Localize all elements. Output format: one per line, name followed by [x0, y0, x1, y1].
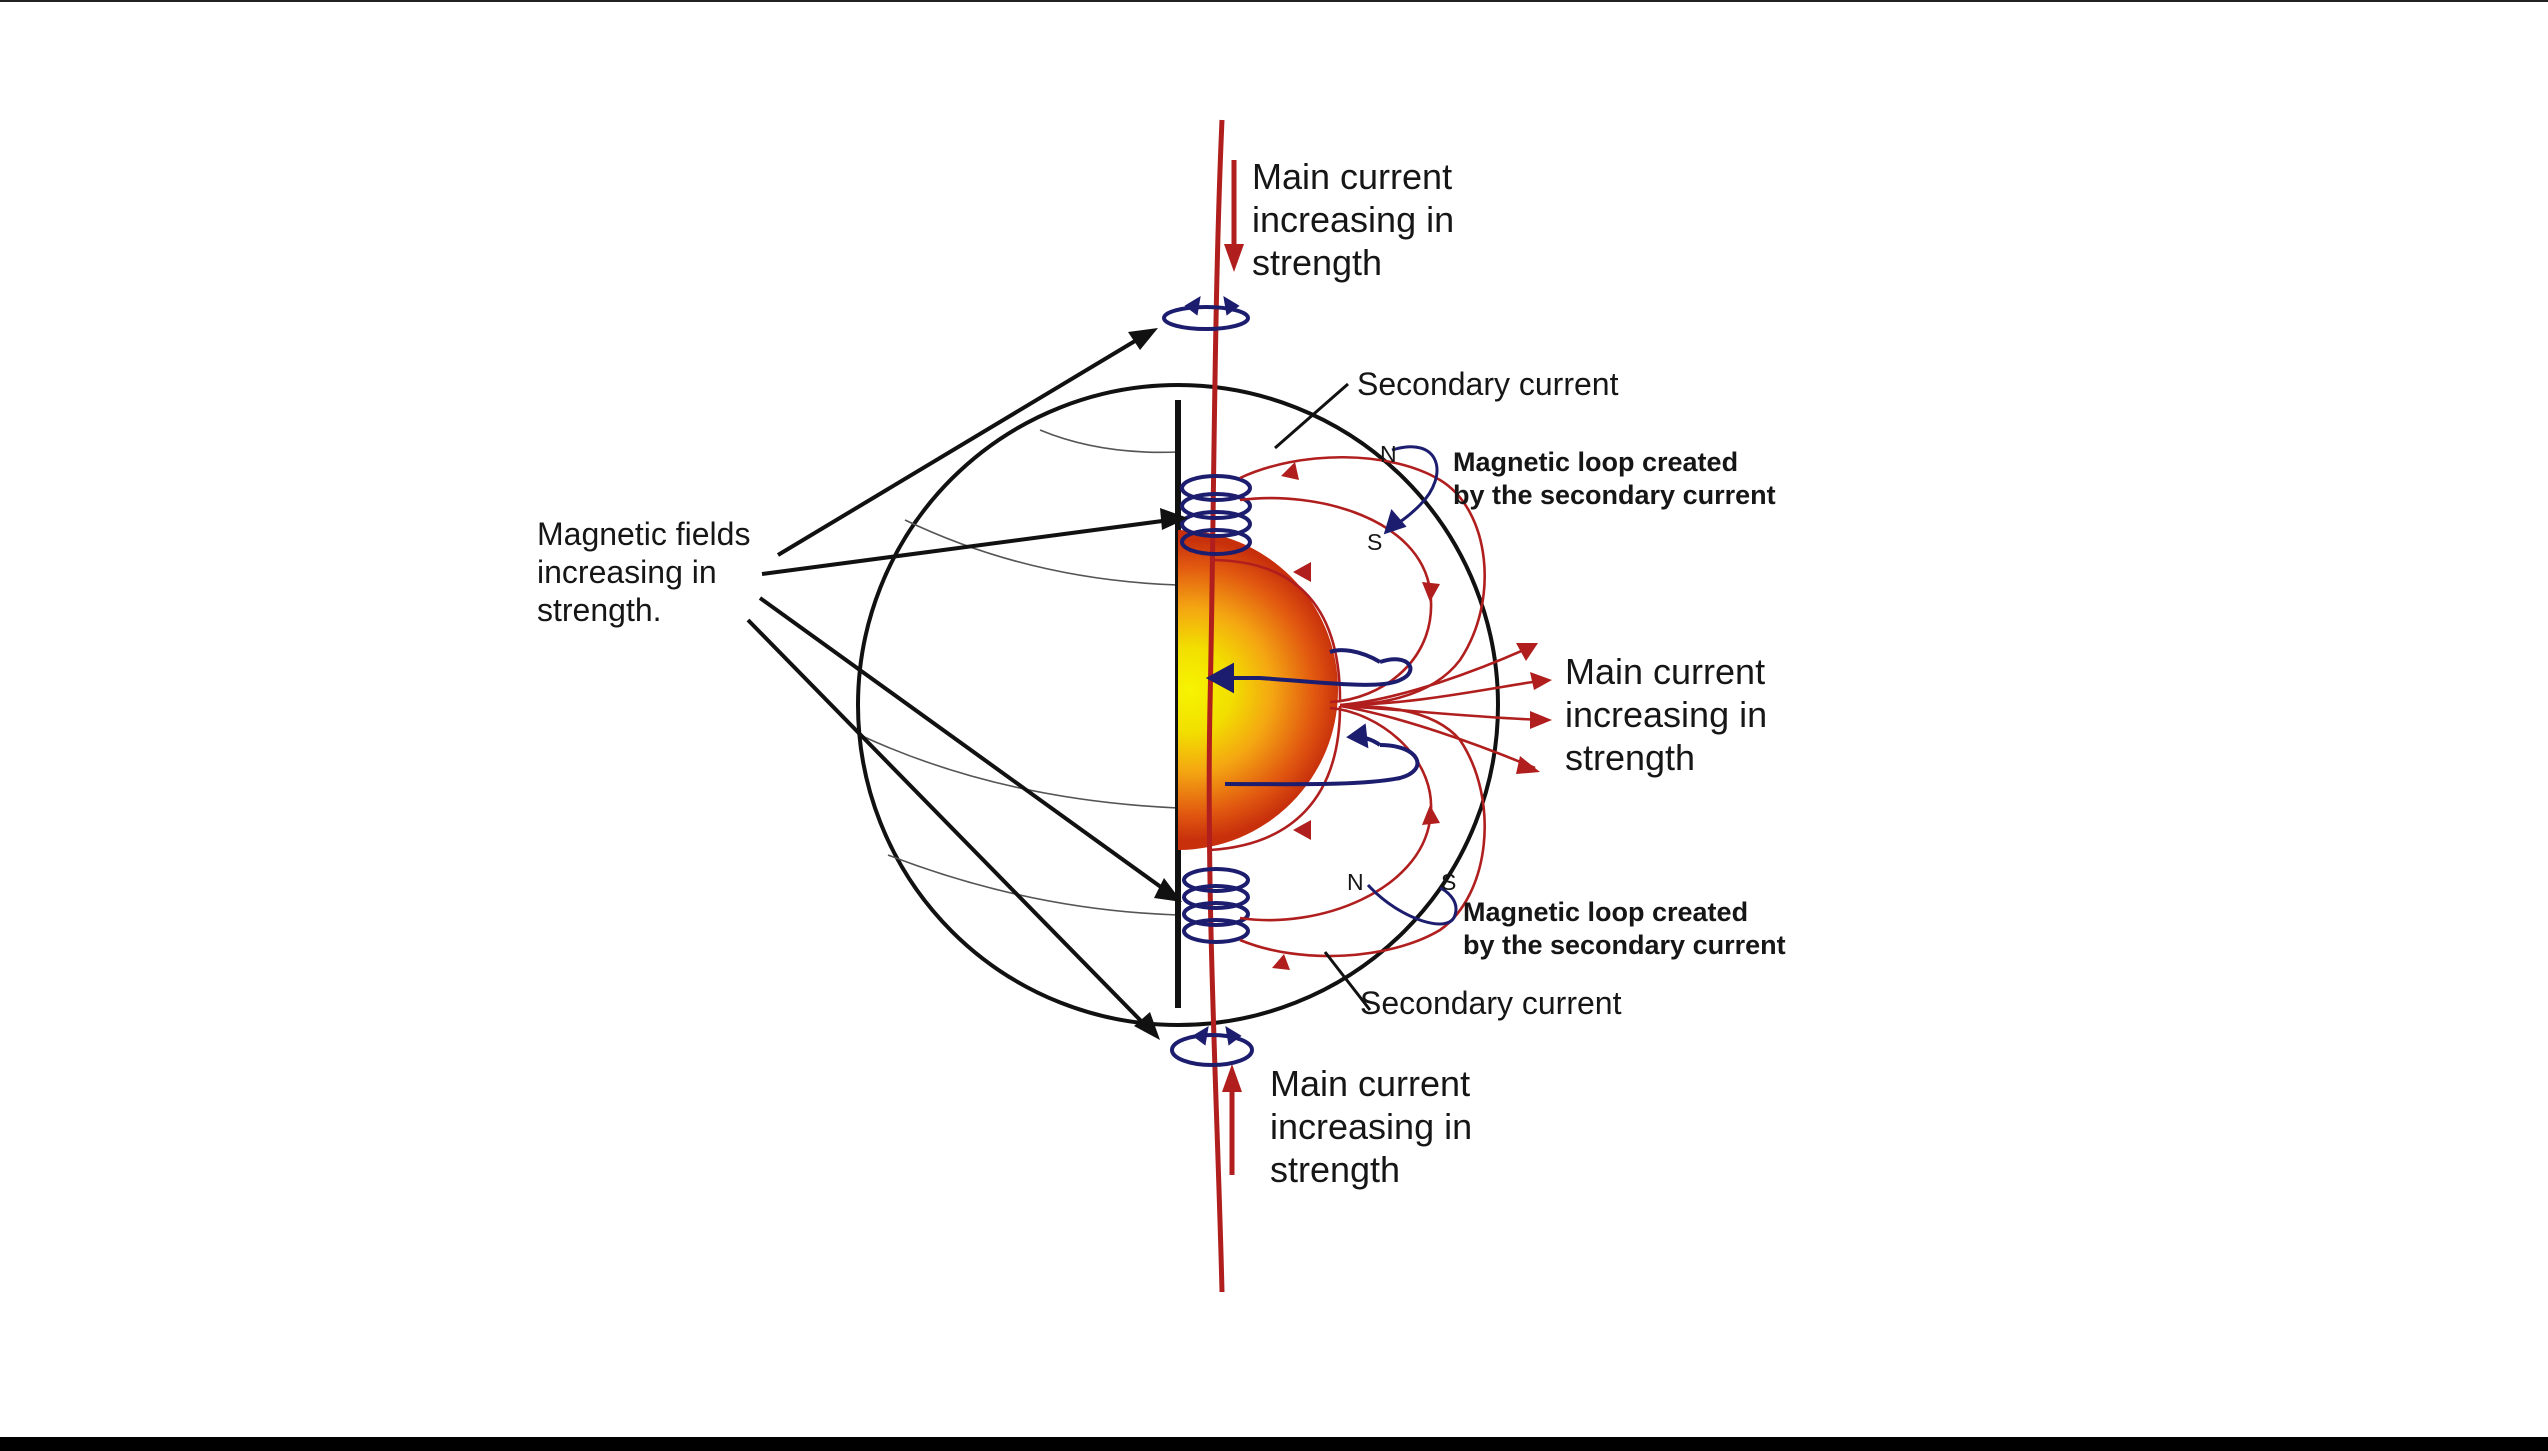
- pole-s-top-text: S: [1367, 529, 1383, 555]
- main-current-bottom-line-1: Main current: [1270, 1063, 1471, 1104]
- main-current-top-line-2: increasing in: [1252, 199, 1455, 240]
- label-secondary-current-top: Secondary current: [1357, 365, 1618, 403]
- magnetic-ring-bottom: [1170, 1026, 1254, 1067]
- magnetic-ring-top: [1162, 296, 1250, 331]
- main-current-arrow-top: [1224, 160, 1244, 272]
- earth-core: [1178, 530, 1338, 850]
- label-main-current-top: Main current increasing in strength: [1252, 155, 1454, 284]
- coil-bottom: [1182, 867, 1250, 944]
- main-current-right-line-3: strength: [1565, 737, 1696, 778]
- main-current-line: [1206, 119, 1225, 1293]
- main-current-top-line-1: Main current: [1252, 156, 1453, 197]
- label-main-current-bottom: Main current increasing in strength: [1270, 1062, 1472, 1191]
- pole-s-top: S: [1367, 530, 1382, 554]
- pole-n-bottom-text: N: [1347, 869, 1364, 895]
- label-loop-top: Magnetic loop created by the secondary c…: [1453, 446, 1776, 512]
- loop-top-line-2: by the secondary current: [1453, 480, 1776, 510]
- ns-loop-bottom: [1366, 883, 1458, 926]
- main-current-bottom-line-2: increasing in: [1270, 1106, 1473, 1147]
- earth-sphere: [856, 383, 1500, 1027]
- pole-s-bottom: S: [1441, 870, 1456, 894]
- main-current-top-line-3: strength: [1252, 242, 1383, 283]
- magnetic-field-pointer-heads: [1128, 328, 1188, 1040]
- pole-n-top-text: N: [1380, 441, 1397, 467]
- main-current-right-line-1: Main current: [1565, 651, 1766, 692]
- magnetic-fields-line-1: Magnetic fields: [537, 516, 751, 552]
- pole-s-bottom-text: S: [1441, 869, 1457, 895]
- pole-n-bottom: N: [1347, 870, 1364, 894]
- secondary-current-top-text: Secondary current: [1357, 366, 1619, 402]
- secondary-current-arrowheads: [1272, 462, 1552, 970]
- magnetic-fields-line-3: strength.: [537, 592, 662, 628]
- main-current-right-line-2: increasing in: [1565, 694, 1768, 735]
- latitude-lines: [859, 429, 1179, 916]
- magnetic-field-pointers: [746, 336, 1171, 1027]
- loop-top-line-1: Magnetic loop created: [1453, 447, 1739, 477]
- secondary-leader-bottom: [1323, 951, 1372, 1011]
- loop-bottom-line-2: by the secondary current: [1463, 930, 1786, 960]
- magnetic-fields-line-2: increasing in: [537, 554, 717, 590]
- ns-loop-top: [1383, 445, 1439, 535]
- main-current-bottom-line-3: strength: [1270, 1149, 1401, 1190]
- label-main-current-right: Main current increasing in strength: [1565, 650, 1767, 779]
- main-current-arrow-bottom: [1222, 1064, 1242, 1175]
- secondary-leader-top: [1274, 382, 1349, 450]
- label-loop-bottom: Magnetic loop created by the secondary c…: [1463, 896, 1786, 962]
- top-border: [0, 0, 2548, 2]
- pole-n-top: N: [1380, 442, 1397, 466]
- bottom-border: [0, 1437, 2548, 1451]
- loop-bottom-line-1: Magnetic loop created: [1463, 897, 1749, 927]
- label-secondary-current-bottom: Secondary current: [1360, 984, 1621, 1022]
- core-magnetic-loops: [1205, 648, 1420, 787]
- coil-top: [1180, 474, 1252, 556]
- secondary-current-bottom-text: Secondary current: [1360, 985, 1622, 1021]
- label-magnetic-fields: Magnetic fields increasing in strength.: [537, 515, 750, 629]
